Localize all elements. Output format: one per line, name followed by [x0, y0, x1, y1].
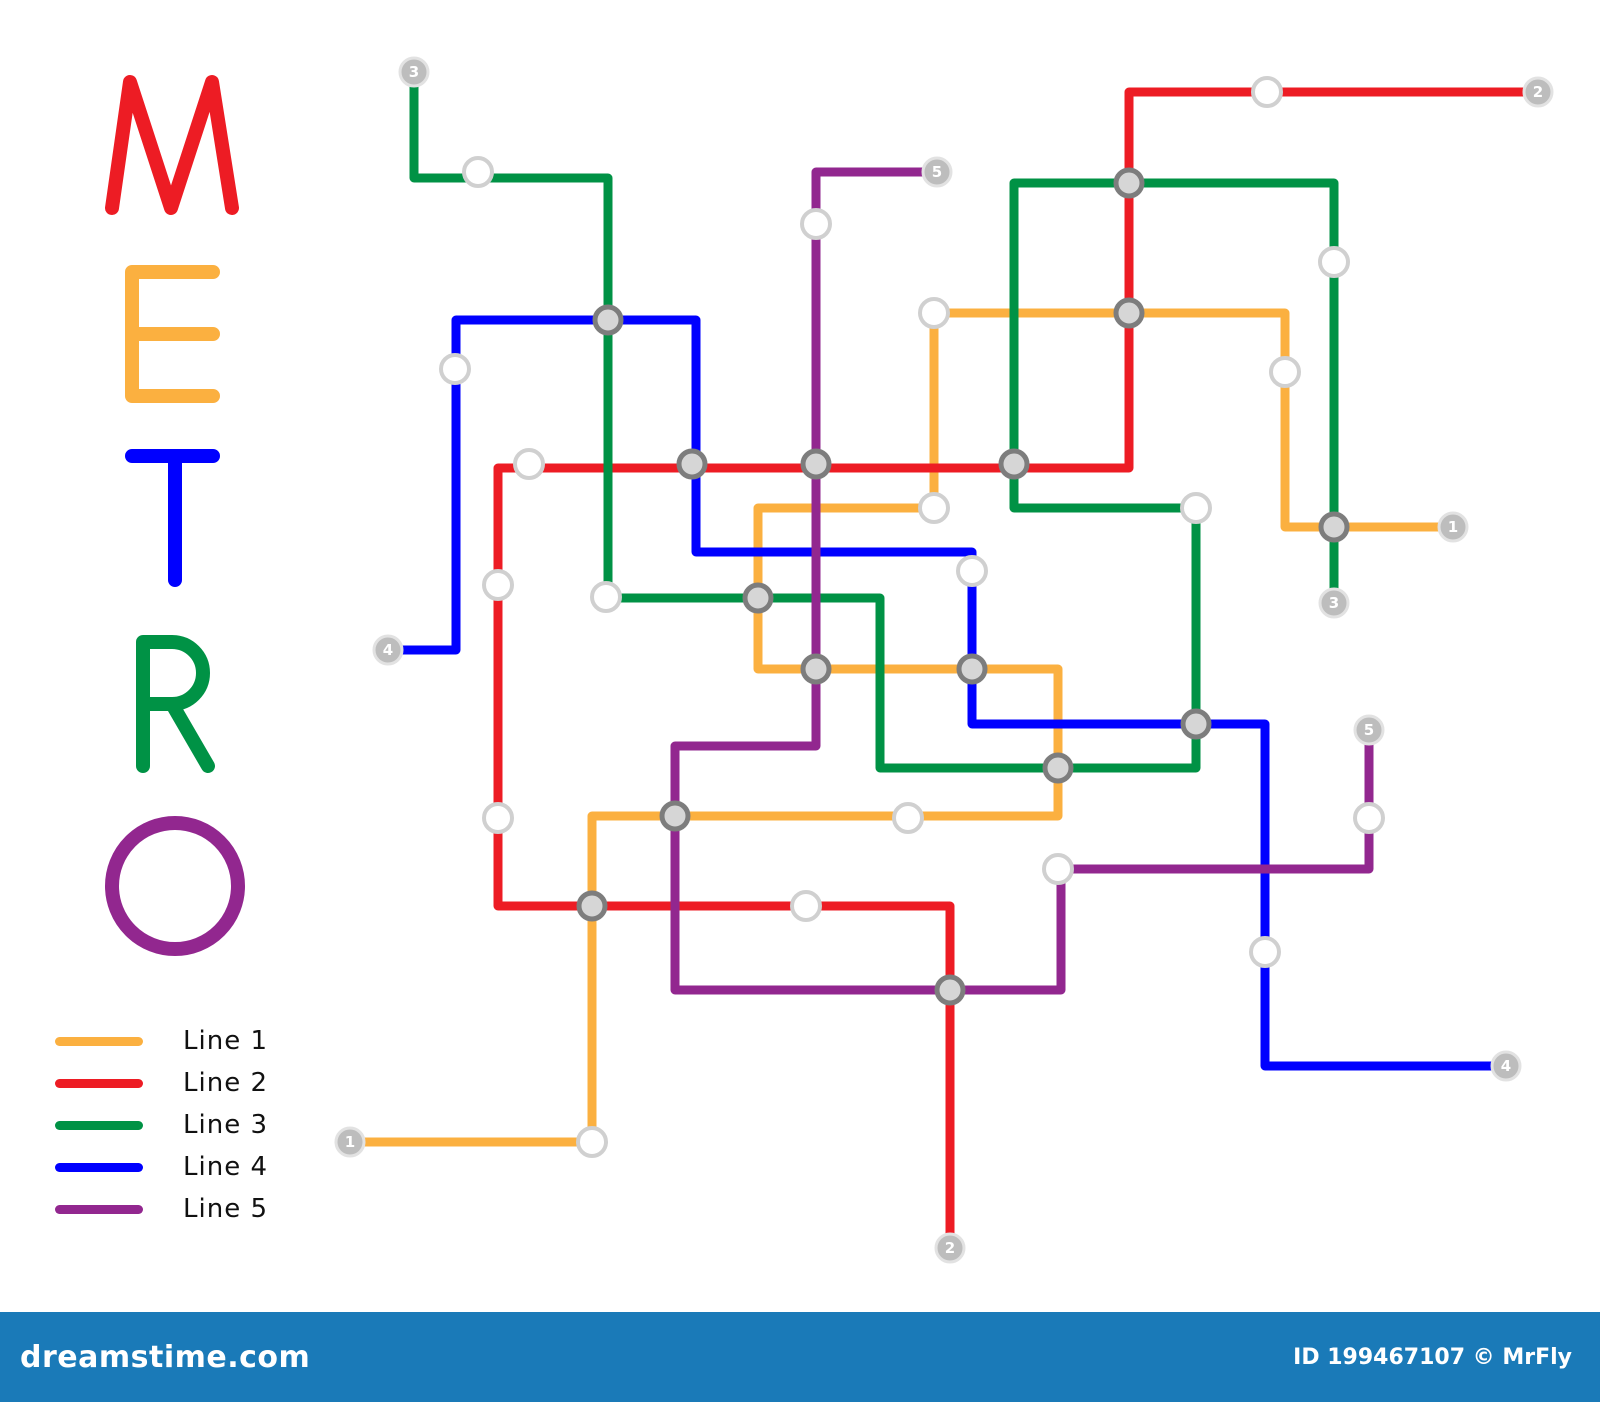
terminal-badge-line-3-west[interactable]: 3 [398, 56, 430, 88]
station[interactable] [892, 802, 924, 834]
terminal-label: 3 [1329, 594, 1339, 612]
title-letter-e [125, 265, 220, 403]
station[interactable] [1251, 76, 1283, 108]
legend-item-line-4: Line 4 [55, 1146, 268, 1188]
interchange-station[interactable] [592, 304, 624, 336]
terminal-badge-line-5-east[interactable]: 5 [1353, 714, 1385, 746]
interchange-station[interactable] [1180, 708, 1212, 740]
legend-label: Line 2 [183, 1068, 268, 1098]
footer-image-id: ID 199467107 © MrFly [1293, 1344, 1572, 1370]
station[interactable] [956, 555, 988, 587]
legend-swatch [55, 1036, 143, 1046]
metro-map: 1 1 2 2 3 3 4 4 [105, 56, 1554, 1264]
station[interactable] [918, 492, 950, 524]
terminal-badge-line-2-south[interactable]: 2 [934, 1232, 966, 1264]
legend-swatch [55, 1204, 143, 1214]
interchange-station[interactable] [742, 582, 774, 614]
station[interactable] [1180, 492, 1212, 524]
terminal-label: 5 [932, 163, 942, 181]
terminal-label: 2 [1533, 83, 1543, 101]
station[interactable] [482, 569, 514, 601]
legend-item-line-1: Line 1 [55, 1020, 268, 1062]
footer-bar: dreamstime.com ID 199467107 © MrFly [0, 1312, 1600, 1402]
title-letter-m [105, 75, 239, 215]
interchange-station[interactable] [1113, 167, 1145, 199]
terminal-label: 4 [1501, 1057, 1511, 1075]
interchange-station[interactable] [800, 448, 832, 480]
legend-swatch [55, 1162, 143, 1172]
station[interactable] [790, 890, 822, 922]
interchange-station[interactable] [998, 448, 1030, 480]
line-3-route [409, 72, 1339, 773]
interchange-station[interactable] [1042, 752, 1074, 784]
terminal-badge-line-1-west[interactable]: 1 [334, 1126, 366, 1158]
interchange-station[interactable] [1113, 297, 1145, 329]
legend-item-line-5: Line 5 [55, 1188, 268, 1230]
station[interactable] [800, 208, 832, 240]
line-4-route [388, 315, 1506, 1071]
station[interactable] [1269, 356, 1301, 388]
line-1-route [350, 308, 1453, 1147]
terminal-label: 2 [945, 1239, 955, 1257]
legend-swatch [55, 1078, 143, 1088]
terminal-label: 5 [1364, 721, 1374, 739]
station[interactable] [1353, 802, 1385, 834]
interchange-station[interactable] [956, 653, 988, 685]
terminal-label: 1 [345, 1133, 355, 1151]
station[interactable] [462, 156, 494, 188]
legend-label: Line 4 [183, 1152, 268, 1182]
legend-swatch [55, 1120, 143, 1130]
legend-label: Line 3 [183, 1110, 268, 1140]
station[interactable] [1042, 853, 1074, 885]
terminal-badge-line-4-east[interactable]: 4 [1490, 1050, 1522, 1082]
legend-item-line-3: Line 3 [55, 1104, 268, 1146]
terminal-badge-line-4-west[interactable]: 4 [372, 634, 404, 666]
interchange-station[interactable] [1318, 511, 1350, 543]
station[interactable] [576, 1126, 608, 1158]
terminal-label: 4 [383, 641, 393, 659]
terminal-badge-line-3-east[interactable]: 3 [1318, 587, 1350, 619]
terminal-badge-line-1-east[interactable]: 1 [1437, 511, 1469, 543]
title-letter-o [105, 816, 245, 956]
station[interactable] [513, 448, 545, 480]
terminal-label: 3 [409, 63, 419, 81]
title-letter-t [125, 449, 220, 587]
line-5-route [670, 167, 1374, 995]
legend: Line 1 Line 2 Line 3 Line 4 Line 5 [55, 1020, 268, 1230]
station[interactable] [482, 802, 514, 834]
terminal-badge-line-2-north[interactable]: 2 [1522, 76, 1554, 108]
line-2-route [493, 87, 1538, 1248]
interchange-station[interactable] [659, 800, 691, 832]
station[interactable] [918, 297, 950, 329]
terminal-badge-line-5-north[interactable]: 5 [921, 156, 953, 188]
title-letter-r [136, 635, 215, 773]
station[interactable] [1249, 936, 1281, 968]
footer-brand[interactable]: dreamstime.com [20, 1339, 311, 1375]
station[interactable] [590, 581, 622, 613]
interchange-station[interactable] [934, 974, 966, 1006]
metro-title [105, 75, 245, 956]
interchange-station[interactable] [576, 890, 608, 922]
interchange-station[interactable] [676, 448, 708, 480]
legend-label: Line 5 [183, 1194, 268, 1224]
station[interactable] [1318, 246, 1350, 278]
legend-item-line-2: Line 2 [55, 1062, 268, 1104]
station[interactable] [439, 353, 471, 385]
interchange-station[interactable] [800, 653, 832, 685]
terminal-label: 1 [1448, 518, 1458, 536]
legend-label: Line 1 [183, 1026, 268, 1056]
